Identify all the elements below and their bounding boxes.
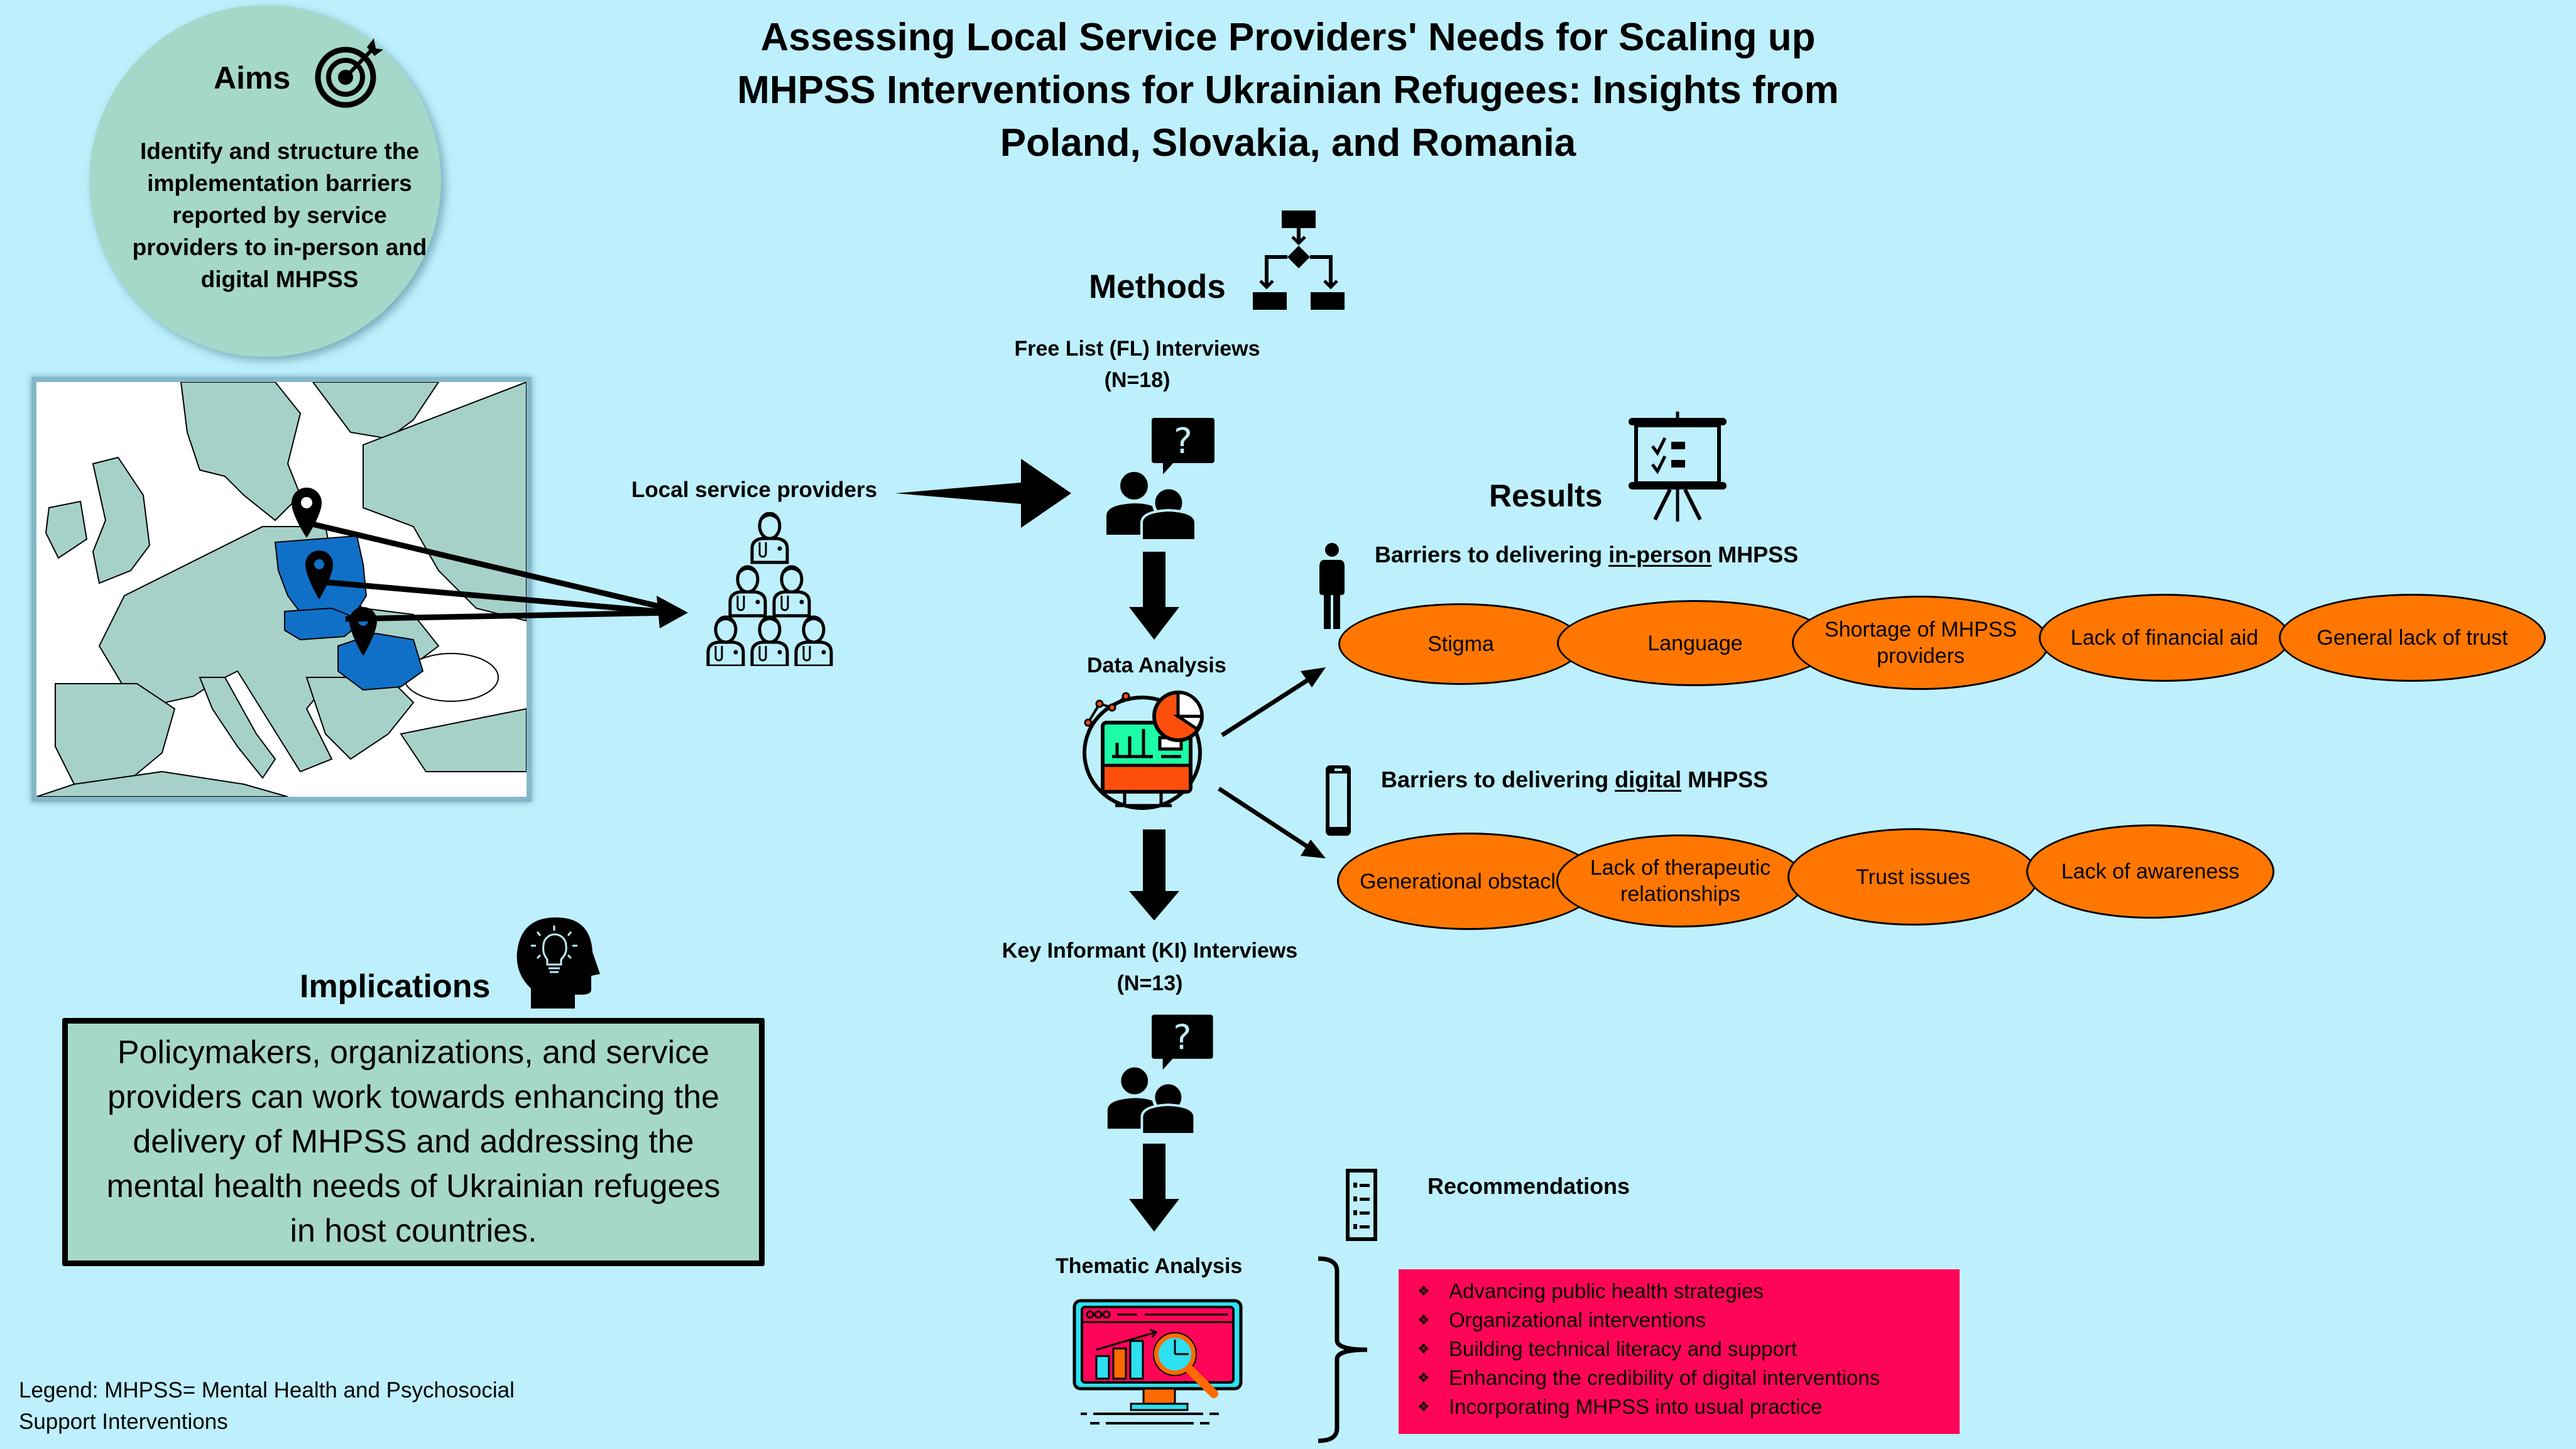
data-analysis-monitor-icon xyxy=(1083,691,1204,810)
svg-text:?: ? xyxy=(1173,1017,1191,1057)
implications-text: Policymakers, organizations, and service… xyxy=(62,1018,765,1266)
arrow-to-digital xyxy=(1218,787,1311,850)
diamond-bullet-icon: ❖ xyxy=(1417,1283,1430,1299)
svg-text:?: ? xyxy=(1174,421,1192,462)
down-arrow-icon xyxy=(1129,829,1179,921)
digital-barriers-heading: Barriers to delivering digital MHPSS xyxy=(1381,767,1768,793)
curly-brace xyxy=(1318,1256,1368,1443)
land-italy xyxy=(199,677,276,779)
barrier-label: Shortage of MHPSS providers xyxy=(1824,618,2017,668)
right-arrow-icon xyxy=(895,459,1071,528)
barrier-in-person-item: General lack of trust xyxy=(2279,594,2546,682)
barrier-in-person-item: Stigma xyxy=(1338,603,1583,685)
sample-size: (N=18) xyxy=(1104,368,1171,392)
methods-heading: Methods xyxy=(1089,268,1226,305)
results-heading: Results xyxy=(1489,478,1603,513)
recommendation-item: ❖ Incorporating MHPSS into usual practice xyxy=(1417,1392,1960,1421)
recommendation-text: Organizational interventions xyxy=(1449,1308,1706,1331)
europe-map xyxy=(36,382,527,797)
arrowhead xyxy=(1301,667,1326,687)
interview-icon: ? xyxy=(1106,418,1214,540)
head-lightbulb-icon xyxy=(516,917,600,1009)
barrier-in-person-item: Shortage of MHPSS providers xyxy=(1792,596,2049,690)
person-icon xyxy=(1319,543,1345,629)
heading-suffix: MHPSS xyxy=(1681,767,1769,792)
recommendation-item: ❖ Advancing public health strategies xyxy=(1417,1277,1960,1306)
heading-prefix: Barriers to delivering xyxy=(1375,542,1609,567)
inperson-barriers-heading: Barriers to delivering in-person MHPSS xyxy=(1375,542,1798,568)
land-scandinavia xyxy=(180,382,302,522)
data-analysis-label: Data Analysis xyxy=(1087,653,1226,677)
heading-emphasis: digital xyxy=(1615,767,1682,792)
down-arrow-icon xyxy=(1129,552,1179,640)
connector-arrowhead xyxy=(657,596,688,628)
recommendation-item: ❖ Organizational interventions xyxy=(1417,1306,1960,1335)
land-great-britain xyxy=(92,456,151,584)
diamond-bullet-icon: ❖ xyxy=(1417,1312,1430,1328)
legend-text: Legend: MHPSS= Mental Health and Psychos… xyxy=(19,1378,515,1434)
arrow-to-inperson xyxy=(1221,677,1311,737)
recommendation-text: Incorporating MHPSS into usual practice xyxy=(1449,1395,1823,1418)
sample-size: (N=13) xyxy=(1116,971,1183,995)
checklist-icon xyxy=(1346,1169,1377,1241)
free-list-interviews-label: Free List (FL) Interviews (N=18) xyxy=(993,333,1282,396)
key-informant-interviews-label: Key Informant (KI) Interviews (N=13) xyxy=(980,934,1319,1000)
aims-panel xyxy=(89,5,441,357)
step-label: Free List (FL) Interviews xyxy=(1014,337,1260,361)
flowchart-icon xyxy=(1253,211,1345,310)
implications-heading: Implications xyxy=(300,968,491,1005)
thematic-analysis-label: Thematic Analysis xyxy=(1056,1254,1243,1278)
recommendation-text: Building technical literacy and support xyxy=(1449,1337,1797,1360)
recommendations-list: ❖ Advancing public health strategies ❖ Orga… xyxy=(1399,1269,1960,1434)
barrier-label: General lack of trust xyxy=(2317,626,2508,650)
barrier-label: Lack of therapeutic relationships xyxy=(1590,856,1771,906)
healthcare-workers-icon xyxy=(685,512,854,666)
recommendation-item: ❖ Building technical literacy and support xyxy=(1417,1335,1960,1364)
land-iberia xyxy=(55,683,176,785)
step-label: Key Informant (KI) Interviews xyxy=(1001,939,1298,963)
down-arrow-icon xyxy=(1129,1144,1179,1232)
barrier-label: Trust issues xyxy=(1855,865,1970,889)
local-providers-label: Local service providers xyxy=(631,478,878,502)
location-pin-icon xyxy=(292,488,322,538)
barrier-label: Generational obstacles xyxy=(1360,869,1578,894)
diamond-bullet-icon: ❖ xyxy=(1417,1399,1430,1414)
heading-suffix: MHPSS xyxy=(1711,542,1799,567)
interview-icon: ? xyxy=(1107,1014,1213,1134)
land-north-africa xyxy=(36,770,288,797)
barrier-label: Language xyxy=(1647,631,1743,655)
recommendation-item: ❖ Enhancing the credibility of digital in… xyxy=(1417,1364,1960,1392)
smartphone-icon xyxy=(1326,765,1351,836)
recommendations-heading: Recommendations xyxy=(1427,1173,1630,1199)
barrier-label: Stigma xyxy=(1427,632,1494,656)
target-icon xyxy=(315,38,383,108)
heading-emphasis: in-person xyxy=(1608,542,1712,567)
land-ireland xyxy=(45,500,88,559)
presentation-board-icon xyxy=(1629,412,1727,522)
arrowhead xyxy=(1301,839,1326,858)
land-turkey xyxy=(400,708,527,772)
barrier-in-person-item: Language xyxy=(1557,600,1833,686)
barrier-in-person-item: Lack of financial aid xyxy=(2039,594,2290,682)
barrier-digital-item: Lack of therapeutic relationships xyxy=(1556,834,1804,927)
barrier-label: Lack of awareness xyxy=(2061,860,2240,883)
heading-prefix: Barriers to delivering xyxy=(1381,767,1615,792)
aims-text: Identify and structure the implementatio… xyxy=(132,138,427,292)
thematic-analysis-monitor-icon xyxy=(1072,1299,1243,1424)
aims-heading: Aims xyxy=(214,60,291,96)
recommendation-text: Advancing public health strategies xyxy=(1449,1279,1764,1303)
poster-title: Assessing Local Service Providers' Needs… xyxy=(737,16,1839,165)
barrier-digital-item: Trust issues xyxy=(1787,828,2039,926)
recommendation-text: Enhancing the credibility of digital int… xyxy=(1449,1366,1880,1389)
diamond-bullet-icon: ❖ xyxy=(1417,1341,1430,1357)
barrier-digital-item: Lack of awareness xyxy=(2026,824,2274,919)
barrier-label: Lack of financial aid xyxy=(2070,626,2259,650)
diamond-bullet-icon: ❖ xyxy=(1417,1370,1430,1386)
